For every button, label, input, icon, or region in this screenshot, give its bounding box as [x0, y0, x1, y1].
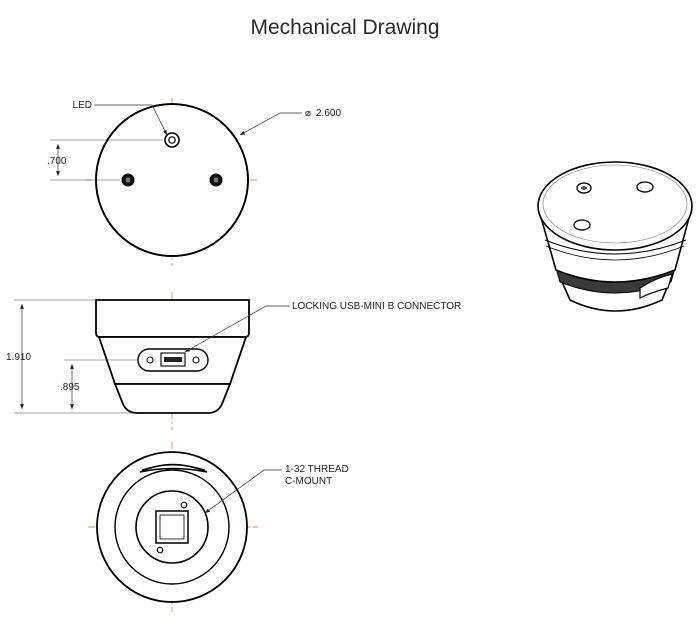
isometric-view — [537, 161, 693, 312]
diameter-leader — [239, 112, 302, 136]
sensor-window — [155, 510, 189, 544]
led-icon — [164, 132, 180, 148]
bottom-view-middle-ring — [114, 469, 230, 585]
screw-right-icon — [209, 173, 223, 187]
page-title: Mechanical Drawing — [250, 16, 439, 39]
iso-top-face — [537, 161, 693, 251]
bottom-hole-bottom-icon — [156, 546, 164, 554]
side-view: LOCKING USB-MINI B CONNECTOR 1.910 .895 — [6, 292, 461, 430]
top-view: LED ⌀ 2.600 .700 — [47, 98, 341, 266]
led-label: LED — [73, 100, 92, 111]
iso-connector-icon — [639, 273, 673, 299]
usb-label: LOCKING USB-MINI B CONNECTOR — [292, 301, 461, 312]
bottom-view: 1-32 THREAD C-MOUNT — [88, 442, 349, 612]
diameter-label: 2.600 — [316, 108, 341, 119]
led-leader — [94, 104, 168, 136]
thread-label-line2: C-MOUNT — [285, 476, 332, 487]
side-view-bottom-band — [113, 383, 232, 414]
dim-895-label: .895 — [60, 382, 80, 393]
thread-label-line1: 1-32 THREAD — [285, 464, 349, 475]
usb-connector-icon — [137, 348, 209, 372]
diameter-symbol: ⌀ — [305, 108, 311, 119]
iso-hole-front-icon — [573, 219, 591, 231]
c-mount-thread-ring — [135, 490, 209, 564]
usb-leader — [184, 305, 290, 353]
dim-1910-label: 1.910 — [6, 352, 31, 363]
iso-led-icon — [576, 182, 592, 194]
thread-leader — [204, 469, 282, 514]
bottom-hole-top-icon — [180, 501, 188, 509]
side-view-top-band — [95, 299, 250, 338]
dim-700-label: .700 — [47, 156, 67, 167]
screw-left-icon — [121, 173, 135, 187]
iso-hole-right-icon — [636, 181, 654, 193]
